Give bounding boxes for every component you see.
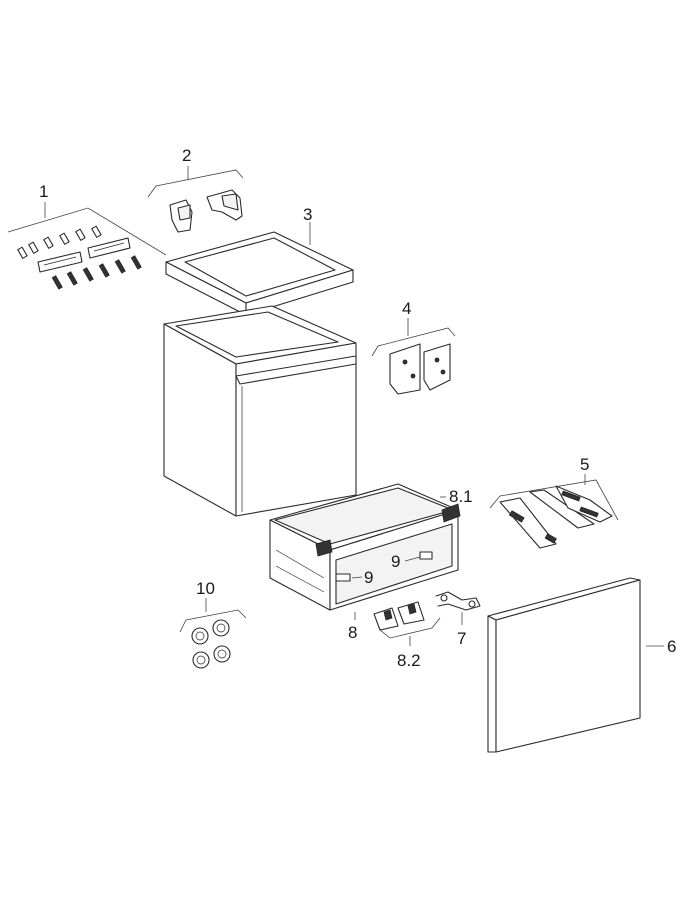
part-3-top-frame [165, 222, 354, 316]
part-10-feet [179, 598, 247, 669]
part-4-wall-plates [371, 318, 456, 395]
part-8-2-clips [373, 601, 441, 646]
label-part-8-2: 8.2 [397, 651, 421, 670]
part-2-brackets [147, 166, 244, 233]
label-part-3: 3 [303, 205, 313, 224]
label-part-8: 8 [348, 623, 358, 642]
part-8-drawer [269, 483, 461, 620]
label-part-8-1: 8.1 [449, 487, 473, 506]
label-part-4: 4 [402, 299, 412, 318]
label-part-5: 5 [580, 455, 590, 474]
label-part-9-lower: 9 [364, 568, 374, 587]
part-6-front-panel [487, 577, 664, 753]
label-part-6: 6 [667, 637, 677, 656]
label-part-9-upper: 9 [391, 552, 401, 571]
part-7-bracket [435, 591, 481, 625]
cabinet-body [163, 305, 357, 517]
part-1-mounting-set [7, 202, 167, 290]
label-part-10: 10 [196, 579, 215, 598]
part-5-drawer-runners [489, 474, 619, 549]
label-part-7: 7 [457, 629, 467, 648]
label-part-2: 2 [182, 146, 192, 165]
label-part-1: 1 [39, 182, 49, 201]
